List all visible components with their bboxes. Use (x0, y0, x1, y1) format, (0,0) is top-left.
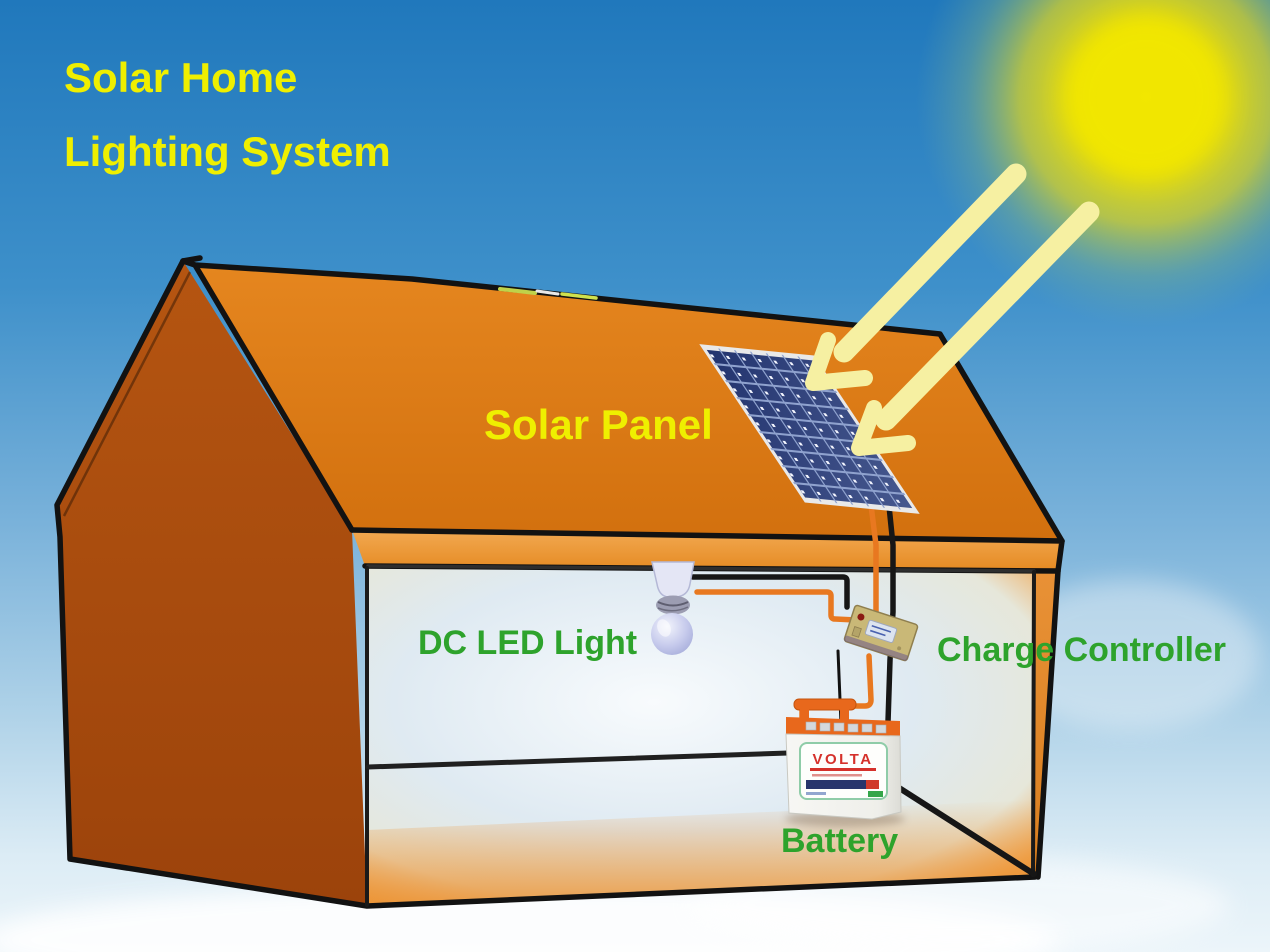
room-edge-lines (365, 564, 1037, 907)
page-title-line1: Solar Home (64, 54, 298, 101)
right-floor-line (890, 781, 1037, 877)
house-outline (54, 255, 1065, 909)
sun-ray-arrow-1 (805, 163, 1027, 391)
wire-panel-to-controller-orange (868, 502, 879, 615)
battery-brand-text: VOLTA (812, 751, 873, 768)
label-charge-controller: Charge Controller (937, 631, 1227, 669)
battery-device: VOLTA (785, 698, 905, 827)
charge-controller-device (843, 604, 919, 662)
label-battery: Battery (781, 822, 899, 860)
ridge-glints (498, 287, 598, 300)
wire-ceiling-orange (694, 589, 859, 623)
bulb-globe (651, 613, 693, 655)
wire-ceiling-black (690, 574, 850, 610)
sun-rays (805, 163, 1100, 456)
label-dc-led-light: DC LED Light (418, 624, 638, 662)
back-wall-floor-line (365, 750, 791, 770)
led-bulb (651, 561, 695, 655)
right-wall-junction-line (1031, 570, 1036, 877)
battery-handle (793, 698, 857, 711)
ceiling-junction-line (366, 564, 1036, 573)
wire-panel-to-battery-black (885, 503, 896, 725)
page-title-line2: Lighting System (64, 128, 391, 175)
battery-cell-caps (805, 721, 887, 734)
sun (916, 0, 1270, 327)
sun-ray-arrow-2 (851, 201, 1100, 456)
room-interior (367, 567, 1034, 905)
controller-indicator (857, 613, 865, 621)
rake-trim-line (62, 271, 192, 517)
label-solar-panel: Solar Panel (484, 401, 713, 448)
house (54, 255, 1065, 909)
solar-panel (699, 344, 920, 514)
gable-wall (57, 261, 367, 906)
